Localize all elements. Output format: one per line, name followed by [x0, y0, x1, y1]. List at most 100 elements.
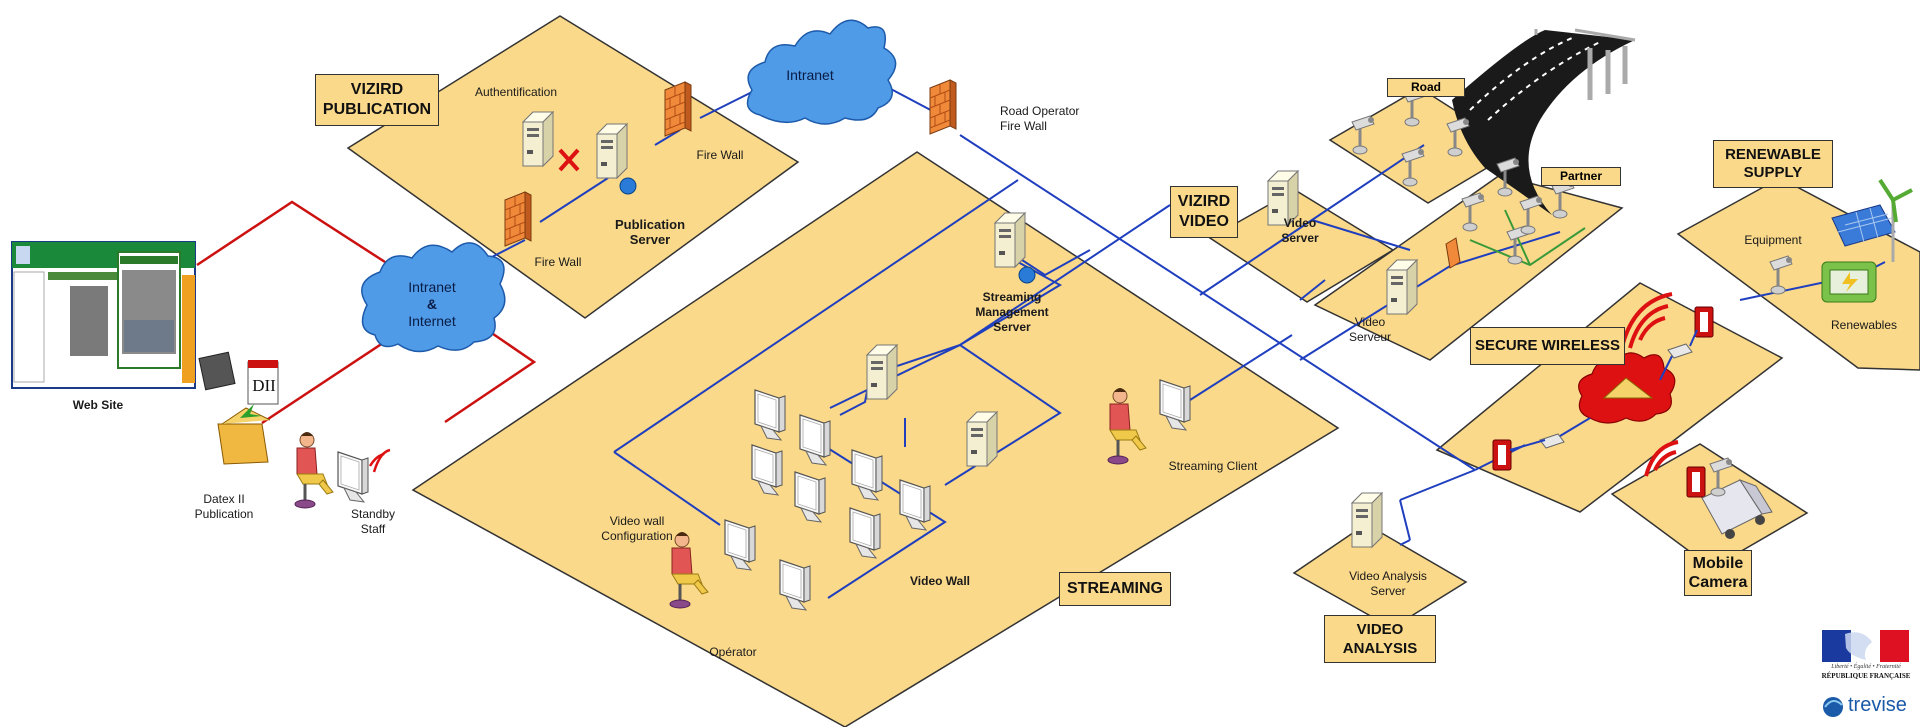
title-line: ANALYSIS	[1342, 640, 1418, 657]
label-operator: Opérator	[709, 645, 757, 659]
label-authentification: Authentification	[474, 85, 558, 99]
trevise-logo-icon	[1823, 697, 1843, 717]
label-line: Video Analysis	[1349, 569, 1427, 583]
title-line: VIDEO	[1356, 621, 1404, 638]
globe-icon	[1018, 266, 1036, 284]
label-line: Video	[1283, 216, 1317, 230]
label-line: Server	[1370, 584, 1406, 598]
video-analysis-server-icon	[1351, 492, 1383, 548]
fire-wall-icon	[504, 191, 532, 247]
label-datex-publication: Datex II Publication	[195, 492, 254, 522]
solar-panel-icon	[1831, 204, 1896, 247]
network-lines-red	[196, 200, 537, 425]
label-video-wall-configuration: Video wall Configuration	[601, 514, 672, 544]
datex-publication-icon	[198, 351, 279, 465]
cloud-label-line: &	[426, 296, 438, 312]
authentification-server-icon	[522, 111, 554, 167]
secure-wireless-cloud-icon	[1578, 352, 1676, 424]
zone-title-mobile-camera: Mobile Camera	[1684, 550, 1752, 596]
title-line: Camera	[1688, 574, 1748, 591]
label-line: Serveur	[1348, 330, 1392, 344]
zone-title-secure-wireless: SECURE WIRELESS	[1470, 327, 1625, 365]
tag-road: Road	[1387, 78, 1465, 97]
zone-title-vizird-video: VIZIRD VIDEO	[1170, 186, 1238, 238]
label-renewables: Renewables	[1830, 318, 1898, 332]
cloud-label-line: Intranet	[408, 279, 456, 295]
title-line: PUBLICATION	[322, 101, 432, 118]
label-line: Management	[975, 305, 1049, 319]
label-line: Road Operator	[1000, 104, 1080, 118]
label-streaming-management-server: Streaming Management Server	[975, 290, 1048, 335]
label-datex-icon: DII	[252, 376, 276, 395]
label-standby-staff: Standby Staff	[351, 507, 395, 537]
title-line: STREAMING	[1067, 580, 1163, 597]
access-point-icon	[1509, 329, 1698, 451]
publication-server-icon	[596, 123, 628, 179]
republique-francaise-logo	[1822, 630, 1909, 662]
title-line: VIZIRD	[350, 81, 404, 98]
wireless-antenna-icon	[1492, 306, 1714, 498]
deny-icon	[558, 148, 580, 172]
label-line: Server	[629, 232, 671, 247]
wind-turbine-icon	[1878, 178, 1913, 262]
cloud-label-intranet: Intranet	[786, 67, 834, 83]
label-video-server: Video Server	[1281, 216, 1318, 246]
zone-title-streaming: STREAMING	[1059, 572, 1171, 606]
title-line: RENEWABLE	[1725, 146, 1821, 163]
zone-video-analysis	[1292, 523, 1468, 629]
title-line: Mobile	[1692, 555, 1744, 572]
label-road-operator-fire-wall: Road Operator Fire Wall	[1000, 104, 1079, 134]
partner-fire-wall-icon	[1445, 237, 1461, 269]
label-equipment: Equipment	[1744, 233, 1802, 247]
standby-staff-person-icon	[293, 430, 335, 510]
label-line: Staff	[360, 522, 386, 536]
zone-title-renewable-supply: RENEWABLE SUPPLY	[1713, 140, 1833, 188]
cloud-intranet-top	[746, 19, 897, 125]
label-streaming-client: Streaming Client	[1168, 459, 1258, 473]
republique-motto: Liberté • Égalité • Fraternité	[1831, 664, 1901, 670]
zone-title-video-analysis: VIDEO ANALYSIS	[1324, 615, 1436, 663]
globe-icon	[619, 177, 637, 195]
label-line: Server	[993, 320, 1031, 334]
zone-title-vizird-publication: VIZIRD PUBLICATION	[315, 74, 439, 126]
title-line: SECURE WIRELESS	[1474, 337, 1621, 354]
video-serveur-icon	[1386, 259, 1418, 315]
label-line: Standby	[350, 507, 396, 521]
streaming-management-server-icon	[994, 212, 1026, 268]
highway	[1452, 28, 1636, 215]
label-line: Video	[1354, 315, 1386, 329]
label-line: Video wall	[609, 514, 665, 528]
fire-wall-icon	[664, 81, 692, 137]
tag-partner: Partner	[1541, 167, 1621, 186]
title-line: VIDEO	[1179, 213, 1229, 230]
label-line: Publication	[614, 217, 686, 232]
label-video-serveur: Video Serveur	[1349, 315, 1391, 345]
label-line: Datex II	[203, 492, 245, 506]
label-video-analysis-server: Video Analysis Server	[1349, 569, 1427, 599]
streaming-server-icon	[866, 344, 898, 400]
mobile-camera-truck-icon	[1701, 456, 1773, 539]
label-line: Fire Wall	[1000, 119, 1047, 133]
title-line: SUPPLY	[1743, 164, 1803, 181]
title-line: VIZIRD	[1177, 193, 1231, 210]
website-screenshot-icon	[11, 241, 196, 389]
cloud-label-intranet-internet: Intranet & Internet	[408, 279, 455, 330]
label-line: Publication	[194, 507, 254, 521]
streaming-server-icon	[966, 411, 998, 467]
republique-name: RÉPUBLIQUE FRANÇAISE	[1821, 672, 1911, 680]
label-publication-server: Publication Server	[615, 217, 685, 247]
zone-streaming	[411, 151, 1340, 727]
label-fire-wall: Fire Wall	[696, 148, 744, 162]
cloud-label-line: Internet	[408, 313, 456, 329]
label-line: Configuration	[601, 529, 673, 543]
cloud-intranet-internet	[361, 242, 506, 353]
road-operator-fire-wall-icon	[929, 79, 957, 135]
battery-icon	[1821, 261, 1877, 303]
label-video-wall: Video Wall	[909, 574, 971, 588]
label-web-site: Web Site	[72, 398, 124, 412]
trevise-wordmark: trevise	[1848, 694, 1907, 716]
label-line: Streaming	[982, 290, 1042, 304]
label-fire-wall: Fire Wall	[534, 255, 582, 269]
standby-monitor-icon	[337, 451, 369, 503]
